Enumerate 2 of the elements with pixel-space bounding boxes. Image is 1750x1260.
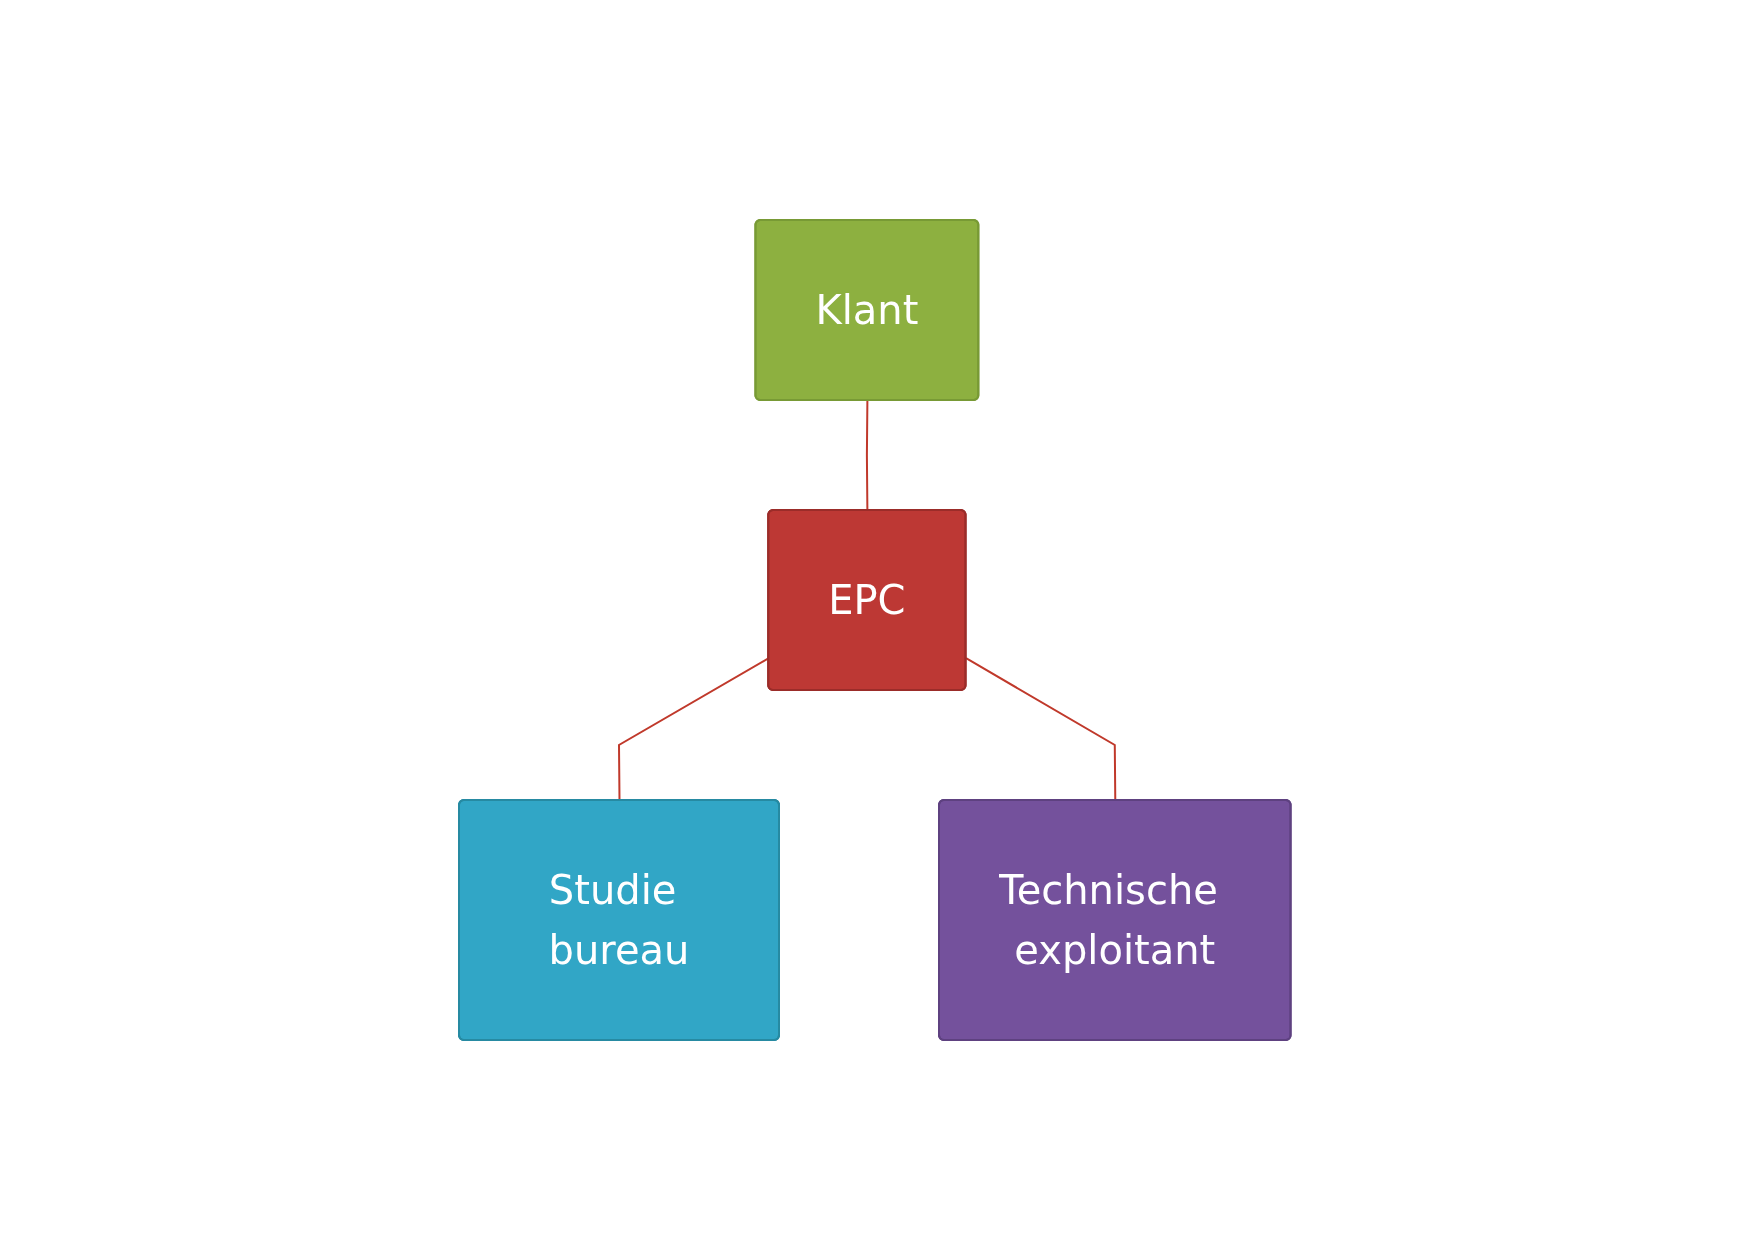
connector bbox=[965, 657, 1117, 802]
connector bbox=[866, 399, 869, 512]
